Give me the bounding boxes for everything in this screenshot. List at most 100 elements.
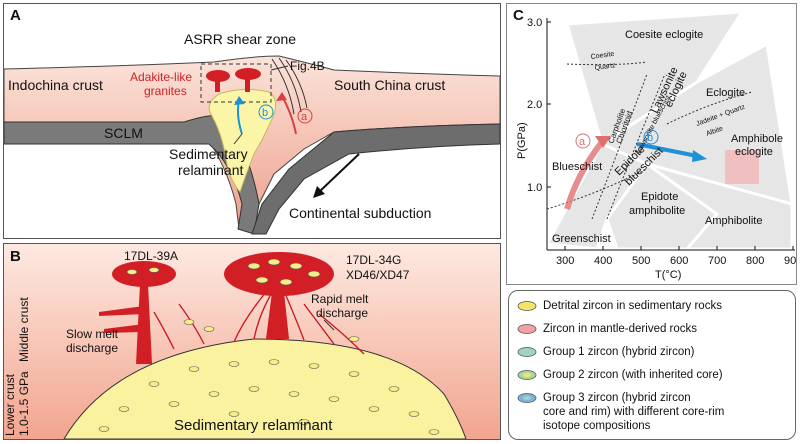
c-xlabel: T(°C) — [655, 269, 681, 281]
legend-label: Detrital zircon in sedimentary rocks — [543, 300, 722, 312]
panel-c: 1.02.03.0300400500600700800900 C P(GPa) … — [506, 3, 800, 285]
zircon-mantle-icon — [517, 324, 537, 334]
x-tick-label: 700 — [708, 255, 726, 267]
arrow-b-head — [234, 96, 245, 105]
sample-left: 17DL-39A — [124, 249, 178, 263]
epidote-amphibolite-2: amphibolite — [629, 205, 685, 217]
pressure-label: 1.0-1.5 GPa — [17, 371, 31, 436]
coesite-eclogite: Coesite eclogite — [625, 29, 703, 41]
indochina-label: Indochina crust — [8, 77, 103, 93]
mark-b-c: b — [647, 132, 653, 144]
legend-label: Group 1 zircon (hybrid zircon) — [543, 346, 695, 358]
zircon-group3-icon — [517, 393, 537, 403]
shear-zone-lines — [271, 57, 308, 115]
coesite-tag: Coesite — [590, 51, 615, 61]
granite-plutons — [206, 68, 261, 92]
slow-label-2: discharge — [66, 341, 118, 355]
eclogite-label: Eclogite — [706, 87, 745, 99]
amphibolite-label: Amphibolite — [705, 215, 762, 227]
x-tick-label: 500 — [632, 255, 650, 267]
legend-item: Group 3 zircon (hybrid zircon core and r… — [517, 391, 793, 433]
sclm-layer — [3, 115, 260, 235]
legend-item: Group 1 zircon (hybrid zircon) — [517, 345, 694, 359]
x-tick-label: 600 — [670, 255, 688, 267]
legend-label-line: isotope compositions — [543, 420, 651, 432]
slab-lower — [251, 123, 501, 235]
relaminant-dome — [63, 338, 467, 440]
panel-b-diagram: B 17DL-39A 17DL-34G XD46/XD47 Rapid melt… — [3, 244, 500, 440]
zircon-grains — [98, 258, 440, 435]
subduction-label: Continental subduction — [289, 205, 431, 221]
rapid-label-1: Rapid melt — [311, 292, 369, 306]
x-tick-label: 800 — [746, 255, 764, 267]
panel-b-letter: B — [10, 248, 21, 265]
mark-b-c-circle — [643, 129, 659, 145]
granites-label-1: Adakite-like — [130, 70, 192, 84]
legend-label: Zircon in mantle-derived rocks — [543, 323, 698, 335]
fig-ref-label: Fig.4B — [290, 59, 325, 73]
panel-c-letter: C — [513, 7, 524, 24]
zircon-group2-icon — [517, 370, 537, 380]
legend-label-line: core and rim) with different core-rim — [543, 406, 725, 418]
quartz-tag: Quartz — [594, 62, 616, 72]
panel-a-diagram: A ASRR shear zone Indochina crust South … — [3, 7, 501, 235]
panel-b: B 17DL-39A 17DL-34G XD46/XD47 Rapid melt… — [3, 243, 501, 440]
legend-label: Group 3 zircon (hybrid zircon core and r… — [543, 391, 793, 433]
relaminant-label: Sedimentary relaminant — [174, 417, 333, 434]
middle-crust-label: Middle crust — [17, 297, 31, 362]
x-tick-label: 300 — [556, 255, 574, 267]
mark-a: a — [301, 111, 308, 123]
mark-b-circle — [258, 104, 274, 120]
mark-a-c: a — [579, 136, 586, 148]
y-tick-label: 3.0 — [527, 17, 542, 29]
mark-a-circle — [297, 108, 313, 124]
c-ticks: 1.0 2.0 3.0 300 400 500 600 700 800 900 — [527, 17, 800, 267]
zircon-detrital-icon — [517, 301, 537, 311]
x-tick-label: 900 — [784, 255, 796, 267]
legend-item: Group 2 zircon (with inherited core) — [517, 368, 723, 382]
slow-label-1: Slow melt — [66, 327, 119, 341]
panel-c-diagram: 1.02.03.0300400500600700800900 C P(GPa) … — [513, 7, 800, 281]
mark-a-c-circle — [575, 133, 591, 149]
y-tick-label: 2.0 — [527, 99, 542, 111]
mark-b: b — [262, 107, 268, 119]
granites-label-2: granites — [144, 84, 187, 98]
relaminant-label-2: relaminant — [178, 162, 243, 178]
shear-zone-label: ASRR shear zone — [184, 31, 296, 47]
panel-a: A ASRR shear zone Indochina crust South … — [3, 3, 501, 239]
greenschist-label: Greenschist — [552, 233, 611, 245]
path-b — [636, 142, 698, 158]
legend-label-line: Group 3 zircon (hybrid zircon — [543, 392, 691, 404]
blueschist-label: Blueschist — [552, 161, 602, 173]
amph-eclogite-box — [725, 150, 759, 184]
amphibole-eclogite-1: Amphibole — [731, 133, 783, 145]
pluton-left — [99, 261, 176, 364]
path-a — [564, 140, 605, 210]
fig4b-leader — [270, 65, 289, 71]
path-a-head — [595, 136, 611, 148]
legend-item: Zircon in mantle-derived rocks — [517, 322, 697, 336]
amphibole-eclogite-2: eclogite — [735, 146, 773, 158]
x-tick-label: 400 — [594, 255, 612, 267]
y-tick-label: 1.0 — [527, 182, 542, 194]
panel-a-letter: A — [10, 7, 21, 24]
subduction-arrow — [318, 153, 360, 193]
south-china-label: South China crust — [334, 77, 445, 93]
legend-item: Detrital zircon in sedimentary rocks — [517, 299, 722, 313]
subduction-arrow-head — [313, 186, 325, 198]
legend-label: Group 2 zircon (with inherited core) — [543, 369, 723, 381]
reaction-lines — [546, 61, 753, 220]
relaminant-leader — [233, 133, 243, 145]
rapid-label-2: discharge — [316, 306, 368, 320]
relaminant-label-1: Sedimentary — [169, 146, 248, 162]
zircon-group1-icon — [517, 347, 537, 357]
legend: Detrital zircon in sedimentary rocks Zir… — [508, 290, 796, 440]
sample-right-2: XD46/XD47 — [346, 268, 410, 282]
epidote-amphibolite-1: Epidote — [641, 191, 678, 203]
sclm-label: SCLM — [104, 125, 143, 141]
path-b-head — [692, 150, 707, 162]
sample-right-1: 17DL-34G — [346, 253, 401, 267]
c-ylabel: P(GPa) — [516, 122, 528, 159]
lower-crust-label: Lower crust — [4, 373, 17, 436]
rapid-leader — [323, 319, 335, 331]
